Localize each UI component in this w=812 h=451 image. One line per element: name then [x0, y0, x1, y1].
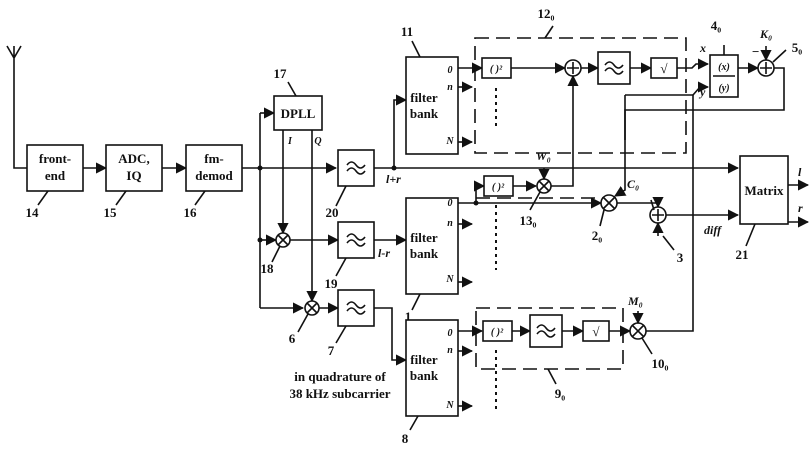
frontend-block [26, 144, 84, 192]
lpr-label: l+r [386, 172, 401, 186]
port-N: N [445, 400, 454, 411]
c0-label: C₀ [627, 177, 639, 191]
minus-label: − [752, 44, 759, 59]
y-label: y [698, 85, 706, 99]
square-label: ( )² [492, 182, 505, 193]
ref-5: 5₀ [792, 40, 803, 55]
ref-19: 19 [325, 276, 339, 291]
multiplier-2 [600, 194, 618, 212]
x-label: x [699, 41, 706, 55]
lowpass-9 [529, 314, 563, 348]
filterbank-11 [405, 56, 459, 155]
dpll-i: I [287, 136, 293, 147]
port-0: 0 [448, 65, 453, 76]
caption-line-1: in quadrature of [294, 369, 386, 384]
ref-17: 17 [274, 66, 288, 81]
fmdemod-block [185, 144, 243, 192]
diff-label: diff [704, 223, 722, 237]
ratio-top: (x) [718, 62, 730, 73]
lowpass-7 [337, 289, 375, 327]
ref-14: 14 [26, 205, 40, 220]
filterbank-8-label-2: bank [410, 368, 439, 383]
l-output: l [798, 165, 802, 179]
filterbank-11-label-2: bank [410, 106, 439, 121]
lmr-label: l-r [378, 246, 390, 260]
filterbank-1 [405, 197, 459, 295]
ref-20: 20 [326, 205, 339, 220]
ref-12: 12₀ [538, 6, 555, 21]
ratio-bot: (y) [718, 83, 729, 94]
dashed-group-9 [475, 307, 624, 370]
port-0: 0 [448, 328, 453, 339]
filterbank-11-label-1: filter [410, 90, 438, 105]
adc-label-2: IQ [126, 168, 141, 183]
multiplier-13 [536, 178, 552, 194]
sqrt-label: √ [592, 324, 600, 339]
port-n: n [447, 218, 453, 229]
ref-9: 9₀ [555, 386, 566, 401]
filterbank-8 [405, 319, 459, 417]
ref-3: 3 [677, 250, 684, 265]
w0-label: W₀ [536, 149, 551, 163]
lowpass-19 [337, 221, 375, 259]
antenna-icon [6, 45, 27, 169]
ref-21: 21 [736, 247, 749, 262]
frontend-label-2: end [45, 168, 66, 183]
port-0: 0 [448, 198, 453, 209]
dpll-q: Q [314, 136, 321, 147]
matrix-block [739, 155, 789, 225]
filterbank-8-label-1: filter [410, 352, 438, 367]
multiplier-6 [304, 300, 320, 316]
dashed-group-12 [474, 37, 687, 154]
port-N: N [445, 274, 454, 285]
k0-label: K₀ [759, 27, 772, 41]
adder-3 [649, 206, 667, 224]
multiplier-10 [629, 322, 647, 340]
filterbank-1-label-1: filter [410, 230, 438, 245]
r-output: r [798, 201, 803, 215]
ref-13: 13₀ [520, 213, 537, 228]
frontend-label-1: front- [39, 151, 71, 166]
dpll-label: DPLL [281, 106, 316, 121]
dpll-block [273, 95, 323, 131]
square-label: ( )² [490, 64, 503, 75]
filterbank-1-label-2: bank [410, 246, 439, 261]
port-N: N [445, 136, 454, 147]
ref-7: 7 [328, 343, 335, 358]
matrix-label: Matrix [745, 183, 784, 198]
lowpass-12 [597, 51, 631, 85]
ref-8: 8 [402, 431, 409, 446]
ref-2: 2₀ [592, 228, 603, 243]
adder-5 [757, 59, 775, 77]
square-label: ( )² [491, 327, 504, 338]
port-n: n [447, 345, 453, 356]
ref-10: 10₀ [652, 356, 669, 371]
ref-15: 15 [104, 205, 118, 220]
adder-12 [564, 59, 582, 77]
fmdemod-label-1: fm- [204, 151, 224, 166]
caption-line-2: 38 kHz subcarrier [289, 386, 390, 401]
ref-18: 18 [261, 261, 275, 276]
ref-16: 16 [184, 205, 198, 220]
port-n: n [447, 82, 453, 93]
m0-label: M₀ [627, 294, 643, 308]
adc-block [105, 144, 163, 192]
fmdemod-label-2: demod [195, 168, 233, 183]
adc-label-1: ADC, [118, 151, 149, 166]
ref-6: 6 [289, 331, 296, 346]
ref-4: 4₀ [711, 18, 722, 33]
ref-1: 1 [405, 309, 412, 324]
multiplier-18 [275, 232, 291, 248]
sqrt-label: √ [660, 61, 668, 76]
ref-11: 11 [401, 24, 413, 39]
lowpass-20 [337, 149, 375, 187]
